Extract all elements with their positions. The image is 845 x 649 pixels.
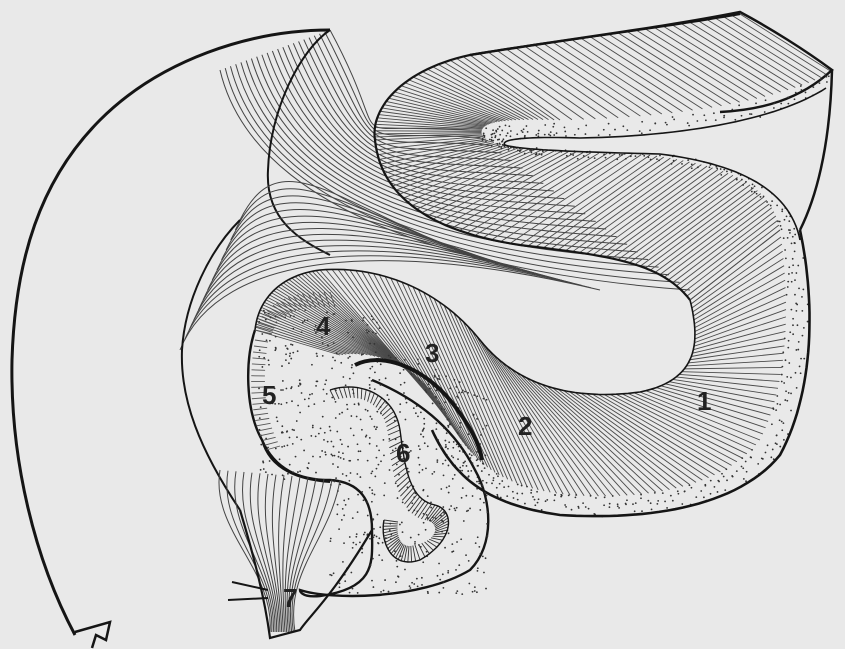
label-4: 4 <box>316 311 331 341</box>
label-7: 7 <box>283 583 297 613</box>
label-5: 5 <box>262 380 276 410</box>
label-1: 1 <box>697 386 711 416</box>
label-2: 2 <box>518 411 532 441</box>
label-6: 6 <box>396 438 410 468</box>
label-3: 3 <box>425 338 439 368</box>
